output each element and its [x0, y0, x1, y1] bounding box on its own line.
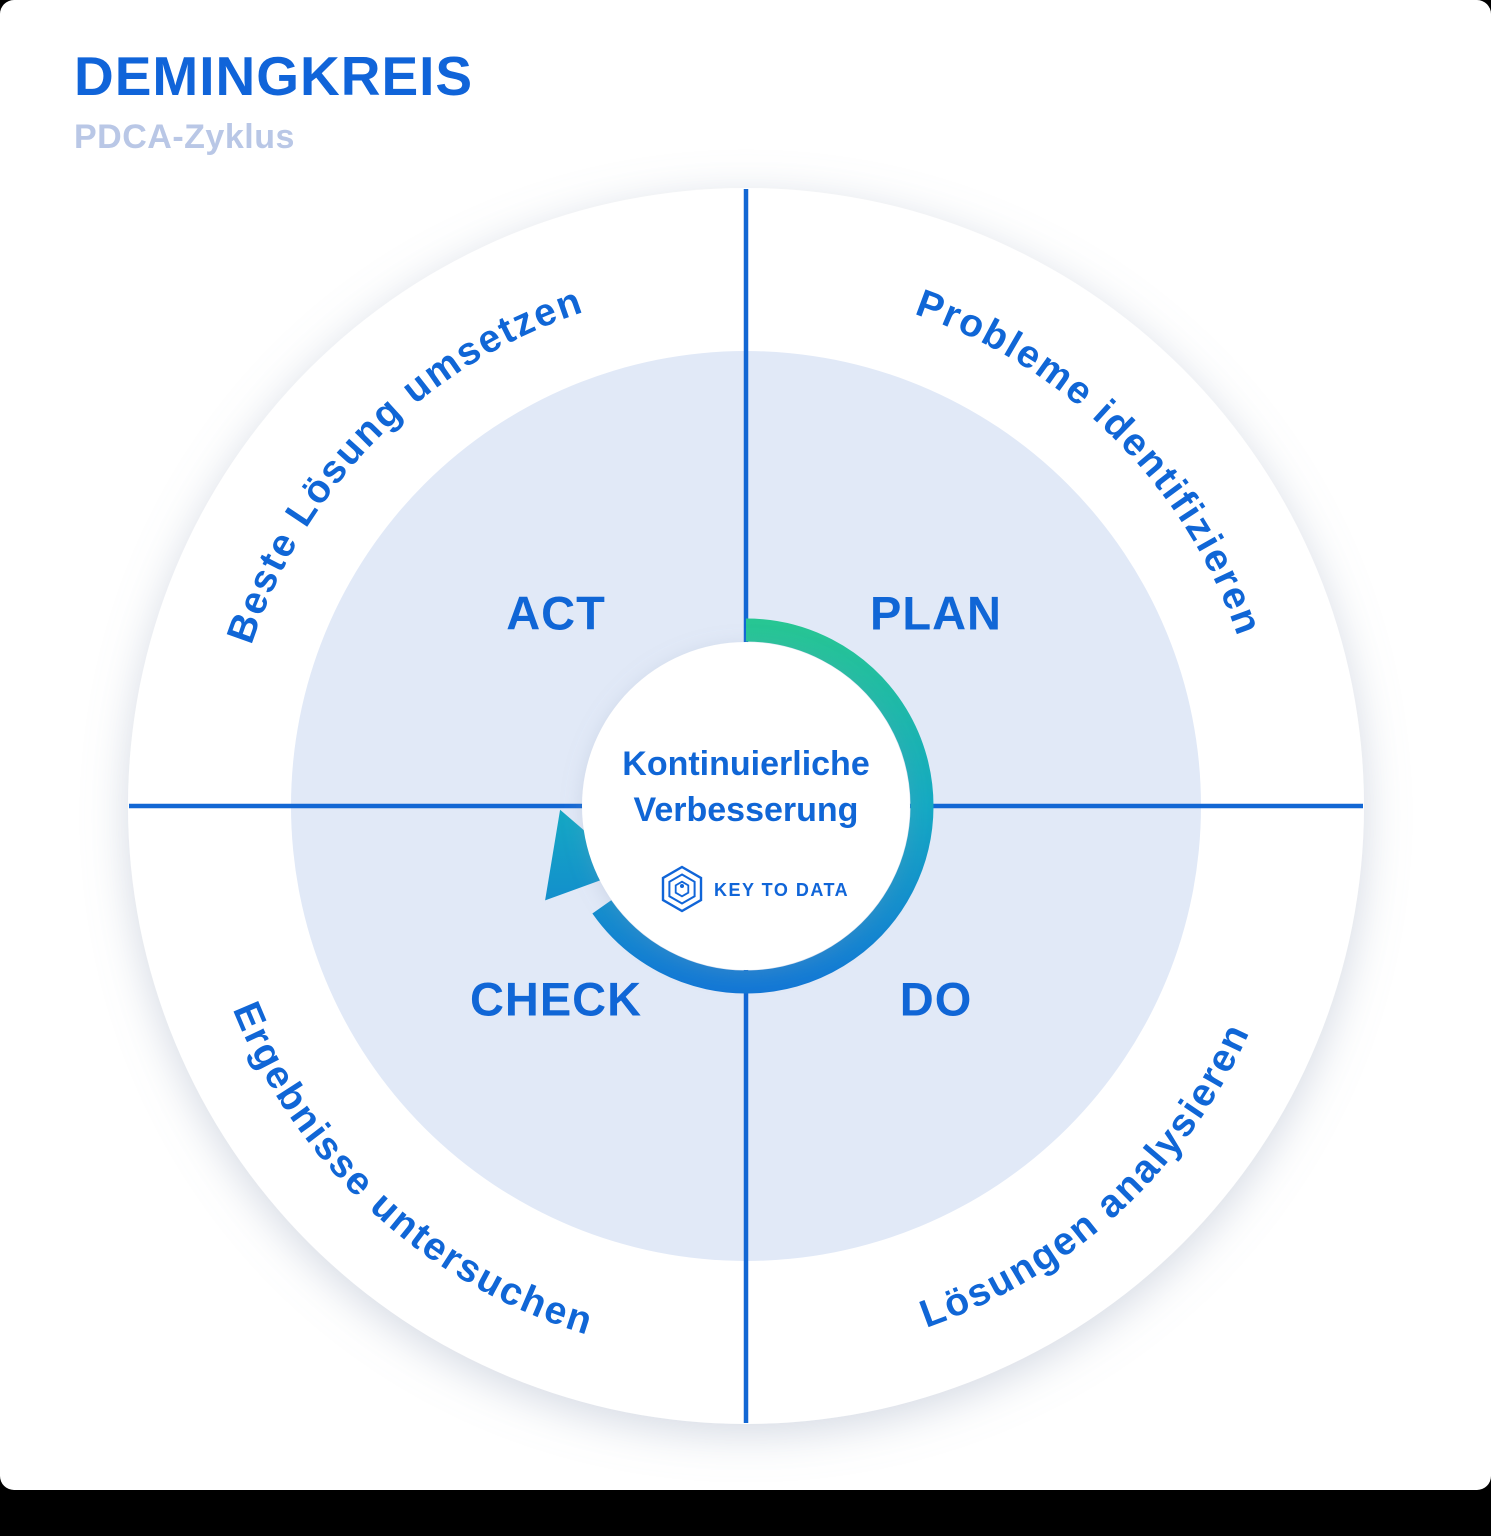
- center-text-line2: Verbesserung: [634, 791, 859, 829]
- layered-cube-icon: [661, 865, 703, 913]
- infographic-page: DEMINGKREIS PDCA-Zyklus: [0, 0, 1491, 1490]
- center-text-line1: Kontinuierliche: [622, 745, 869, 783]
- pdca-cycle-diagram: Kontinuierliche Verbesserung KEY TO DATA…: [128, 188, 1364, 1424]
- cycle-arrow-head-icon: [545, 809, 630, 901]
- page-title: DEMINGKREIS: [74, 45, 474, 107]
- page-subtitle: PDCA-Zyklus: [74, 118, 295, 156]
- logo-text: KEY TO DATA: [714, 880, 849, 900]
- quadrant-label-do: DO: [900, 973, 973, 1026]
- quadrant-label-check: CHECK: [470, 973, 642, 1026]
- key-to-data-logo: KEY TO DATA: [661, 865, 849, 913]
- quadrant-label-act: ACT: [506, 587, 606, 640]
- header: DEMINGKREIS PDCA-Zyklus: [74, 44, 473, 157]
- quadrant-label-plan: PLAN: [870, 587, 1002, 640]
- cycle-arrow-arc: [592, 618, 934, 994]
